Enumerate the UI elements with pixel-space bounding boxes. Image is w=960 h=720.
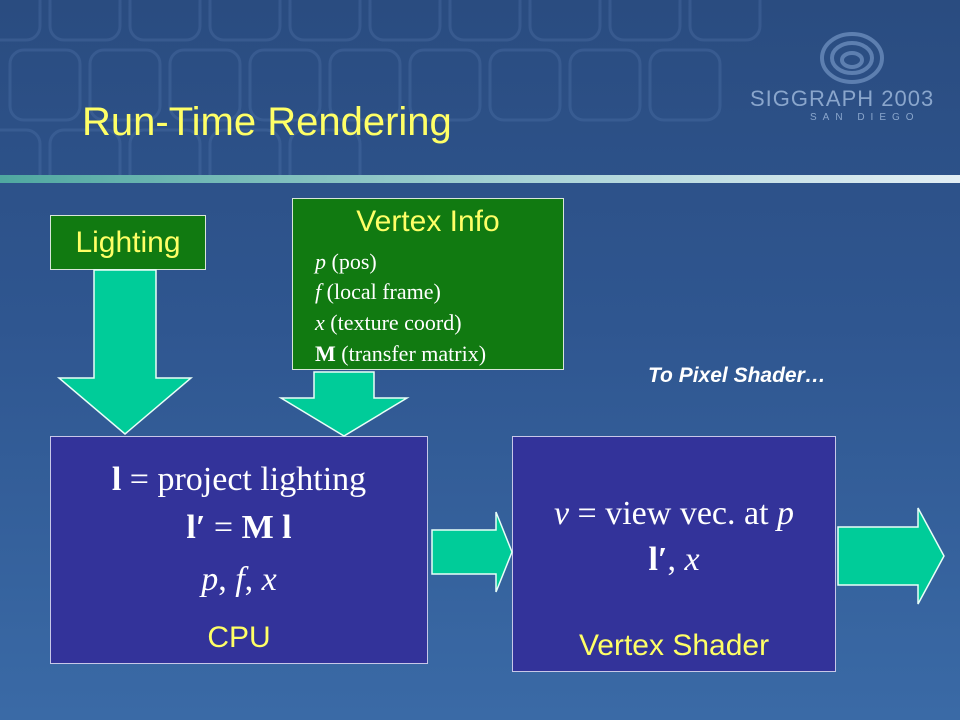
arrow-lighting-to-cpu	[56, 269, 194, 435]
cpu-box: l = project lighting l′ = M l p, f, x CP…	[50, 436, 428, 664]
vertex-info-item-texcoord: x (texture coord)	[315, 310, 462, 335]
vs-caption: Vertex Shader	[578, 629, 770, 662]
title-underline-bar	[0, 175, 960, 183]
svg-text:SIGGRAPH 2003: SIGGRAPH 2003	[750, 86, 934, 111]
vs-eq-view-vector: v = view vec. at p	[553, 495, 795, 532]
vertex-info-item-pos: p (pos)	[315, 249, 377, 274]
cpu-eq-project-lighting: l = project lighting	[111, 461, 367, 498]
siggraph-logo: SIGGRAPH 2003 SAN DIEGO	[750, 32, 934, 123]
cpu-outputs: p, f, x	[201, 561, 277, 598]
arrow-cpu-to-vertex-shader	[431, 511, 513, 593]
cpu-eq-transfer: l′ = M l	[186, 509, 292, 546]
vertex-shader-box: v = view vec. at p l′, x Vertex Shader	[512, 436, 836, 672]
cpu-caption: CPU	[207, 621, 271, 654]
arrow-vertexinfo-to-cpu	[278, 371, 410, 437]
vertex-info-item-frame: f (local frame)	[315, 279, 441, 304]
vertex-info-box: Vertex Info p (pos) f (local frame) x (t…	[292, 198, 564, 370]
svg-text:SAN DIEGO: SAN DIEGO	[810, 112, 920, 123]
pixel-shader-note: To Pixel Shader…	[648, 364, 826, 387]
arrow-to-pixel-shader	[837, 507, 945, 605]
vertex-info-item-transfer: M (transfer matrix)	[315, 341, 487, 366]
vs-outputs: l′, x	[648, 541, 700, 578]
background-tile-pattern	[0, 0, 762, 180]
lighting-box: Lighting	[50, 215, 206, 270]
lighting-label: Lighting	[75, 225, 181, 259]
slide-title: Run-Time Rendering	[82, 100, 452, 144]
vertex-info-title: Vertex Info	[356, 205, 500, 238]
